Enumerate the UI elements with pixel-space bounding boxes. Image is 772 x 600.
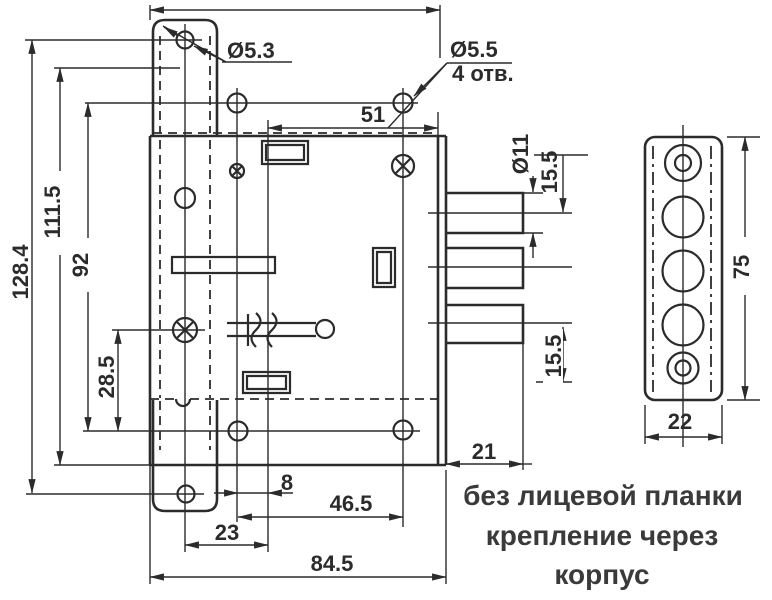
- leader-d53-arrow2: [193, 45, 227, 63]
- dim-case-hole-label: Ø5.5: [450, 37, 498, 62]
- dim-overall-height-label: 128.4: [8, 244, 33, 300]
- lock-body-outline: [148, 18, 525, 513]
- dim-overall-width-label: 84.5: [311, 551, 354, 576]
- note-line-2: крепление через: [486, 520, 719, 551]
- dim-holes-horizontal-label: 46.5: [330, 491, 373, 516]
- side-hole-4: [661, 303, 705, 347]
- side-view: 75 22: [643, 125, 760, 447]
- hidden-faceplate-lines: [150, 36, 438, 450]
- dim-bolt-dia-label: Ø11: [508, 134, 533, 174]
- dim-bolt-spacing-bottom-label: 15.5: [541, 335, 566, 378]
- dim-axis-offset-label: 8: [281, 470, 293, 495]
- dim-51-label: 51: [361, 102, 385, 127]
- note-line-1: без лицевой планки: [463, 480, 743, 511]
- front-view: 128.4 111.5 92 28.5 Ø11 15.5 15.5 51 Ø5.…: [8, 5, 588, 584]
- label-backing: [69, 238, 90, 292]
- dim-lever-offset-label: 28.5: [94, 356, 119, 399]
- dim-body-height-label: 111.5: [40, 186, 65, 239]
- side-hole-1: [663, 143, 703, 183]
- note-block: без лицевой планки крепление через корпу…: [463, 480, 743, 590]
- label-backing: [731, 237, 751, 295]
- dim-faceplate-hole-label: Ø5.3: [227, 38, 275, 63]
- lever-end-pin: [314, 318, 336, 340]
- dim-bolt-throw-label: 21: [472, 439, 496, 464]
- dim-side-height-label: 75: [729, 255, 754, 279]
- dim-case-hole-count-label: 4 отв.: [452, 61, 514, 86]
- side-hole-3: [661, 249, 705, 293]
- leader-d55-arrow: [413, 62, 448, 97]
- side-hole-5: [666, 351, 700, 385]
- internal-slots-and-lever: [170, 139, 397, 408]
- label-backing: [543, 329, 563, 387]
- note-line-3: корпус: [554, 559, 649, 590]
- dim-side-width-label: 22: [668, 409, 692, 434]
- label-backing: [8, 226, 31, 318]
- leader-d53-arrow1: [163, 26, 179, 38]
- dim-23-label: 23: [215, 520, 239, 545]
- side-hole-5-inner: [674, 359, 692, 377]
- side-view-hidden-edges: [652, 146, 712, 392]
- dim-holes-vertical-label: 92: [68, 253, 93, 277]
- dim-bolt-spacing-top-label: 15.5: [537, 151, 562, 194]
- dimension-lines: [28, 6, 567, 581]
- side-hole-1-inner: [673, 153, 693, 173]
- label-backing: [41, 171, 63, 255]
- label-backing: [94, 344, 115, 410]
- side-hole-2: [661, 195, 705, 239]
